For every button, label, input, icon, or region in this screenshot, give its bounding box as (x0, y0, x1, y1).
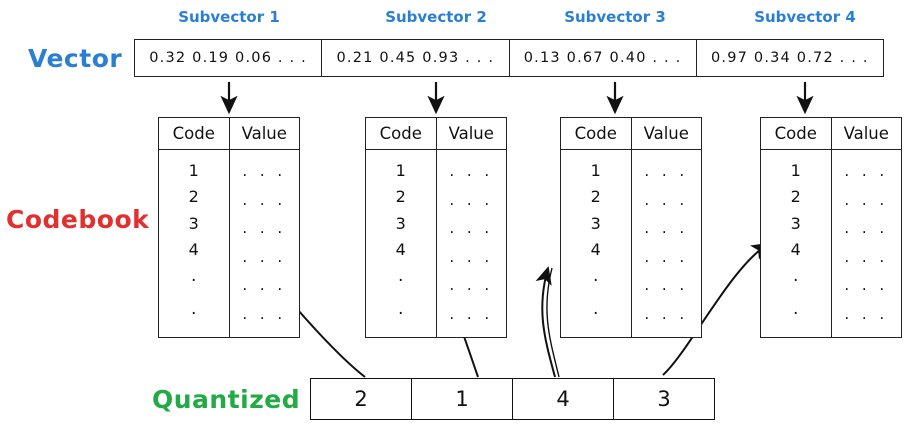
code-cell: 4 (590, 240, 601, 260)
codebook-table-3-value-column: . . . . . . . . . . . . . . . . . . (632, 150, 702, 337)
quantized-cell-1: 2 (311, 379, 412, 419)
value-cell: . . . (242, 219, 287, 238)
code-cell: 3 (188, 213, 199, 233)
value-cell: . . . (844, 162, 889, 181)
codebook-header-value: Value (241, 124, 287, 143)
value-cell: . . . (644, 219, 689, 238)
quantized-label: Quantized (152, 385, 301, 414)
value-cell: . . . (449, 276, 494, 295)
code-cell: 4 (188, 240, 199, 260)
code-cell: 3 (395, 213, 406, 233)
value-cell: . . . (242, 247, 287, 266)
code-cell: 2 (188, 187, 199, 207)
codebook-table-2-header: Code Value (366, 118, 506, 150)
vector-cell-3: 0.13 0.67 0.40 . . . (510, 40, 697, 76)
vector-label: Vector (28, 44, 123, 73)
code-cell: . (398, 266, 404, 287)
value-cell: . . . (844, 304, 889, 323)
codebook-table-1-header: Code Value (159, 118, 299, 150)
value-cell: . . . (844, 219, 889, 238)
codebook-header-code: Code (159, 118, 230, 149)
value-cell: . . . (449, 304, 494, 323)
value-cell: . . . (449, 190, 494, 209)
code-cell: 4 (395, 240, 406, 260)
value-cell: . . . (449, 219, 494, 238)
codebook-table-3-header: Code Value (561, 118, 701, 150)
value-cell: . . . (844, 190, 889, 209)
subvector-caption-1: Subvector 1 (178, 8, 280, 26)
code-cell: . (191, 266, 197, 287)
code-cell: 1 (590, 160, 601, 180)
value-cell: . . . (242, 304, 287, 323)
codebook-header-code: Code (561, 118, 632, 149)
quantized-cell-2: 1 (412, 379, 513, 419)
code-cell: 4 (790, 240, 801, 260)
codebook-header-value: Value (843, 124, 889, 143)
code-cell: 1 (790, 160, 801, 180)
codebook-header-value: Value (643, 124, 689, 143)
code-cell: 2 (395, 187, 406, 207)
value-cell: . . . (644, 162, 689, 181)
quantized-cell-3: 4 (513, 379, 614, 419)
codebook-table-1-value-column: . . . . . . . . . . . . . . . . . . (230, 150, 300, 337)
quantized-cell-4: 3 (657, 387, 671, 411)
value-cell: . . . (242, 190, 287, 209)
codebook-table-1: Code Value 1 2 3 4 . . . . . . . . . . .… (158, 117, 300, 338)
code-cell: . (793, 266, 799, 287)
vector-cell-2: 0.21 0.45 0.93 . . . (322, 40, 510, 76)
subvector-caption-3: Subvector 3 (564, 8, 666, 26)
arrow-quantized-3-to-code-4 (535, 266, 556, 378)
code-cell: 3 (590, 213, 601, 233)
value-cell: . . . (844, 276, 889, 295)
vector-bar: 0.32 0.19 0.06 . . . 0.21 0.45 0.93 . . … (134, 39, 884, 77)
arrow-quantized-3-to-code-4-b (546, 267, 560, 378)
code-cell: . (593, 266, 599, 287)
codebook-table-4: Code Value 1 2 3 4 . . . . . . . . . . .… (760, 117, 902, 338)
vector-cell-4: 0.97 0.34 0.72 . . . (711, 50, 869, 66)
codebook-table-3-code-column: 1 2 3 4 . . (561, 150, 632, 337)
value-cell: . . . (644, 276, 689, 295)
code-cell: . (398, 298, 404, 319)
codebook-table-4-header: Code Value (761, 118, 901, 150)
subvector-caption-4: Subvector 4 (754, 8, 856, 26)
code-cell: . (793, 298, 799, 319)
value-cell: . . . (644, 304, 689, 323)
code-cell: 1 (395, 160, 406, 180)
codebook-table-2-code-column: 1 2 3 4 . . (366, 150, 437, 337)
code-cell: . (191, 298, 197, 319)
codebook-label: Codebook (6, 205, 150, 234)
codebook-table-4-value-column: . . . . . . . . . . . . . . . . . . (832, 150, 902, 337)
value-cell: . . . (449, 247, 494, 266)
code-cell: 1 (188, 160, 199, 180)
codebook-table-2: Code Value 1 2 3 4 . . . . . . . . . . .… (365, 117, 507, 338)
value-cell: . . . (844, 247, 889, 266)
codebook-header-code: Code (366, 118, 437, 149)
vector-cell-1: 0.32 0.19 0.06 . . . (135, 40, 323, 76)
value-cell: . . . (644, 247, 689, 266)
quantized-bar: 2 1 4 3 (310, 378, 715, 420)
codebook-table-4-code-column: 1 2 3 4 . . (761, 150, 832, 337)
code-cell: 2 (790, 187, 801, 207)
subvector-caption-2: Subvector 2 (385, 8, 487, 26)
code-cell: 3 (790, 213, 801, 233)
codebook-table-2-value-column: . . . . . . . . . . . . . . . . . . (437, 150, 507, 337)
value-cell: . . . (644, 190, 689, 209)
codebook-table-3: Code Value 1 2 3 4 . . . . . . . . . . .… (560, 117, 702, 338)
value-cell: . . . (242, 162, 287, 181)
value-cell: . . . (242, 276, 287, 295)
codebook-header-code: Code (761, 118, 832, 149)
codebook-table-1-code-column: 1 2 3 4 . . (159, 150, 230, 337)
value-cell: . . . (449, 162, 494, 181)
codebook-header-value: Value (448, 124, 494, 143)
code-cell: 2 (590, 187, 601, 207)
code-cell: . (593, 298, 599, 319)
